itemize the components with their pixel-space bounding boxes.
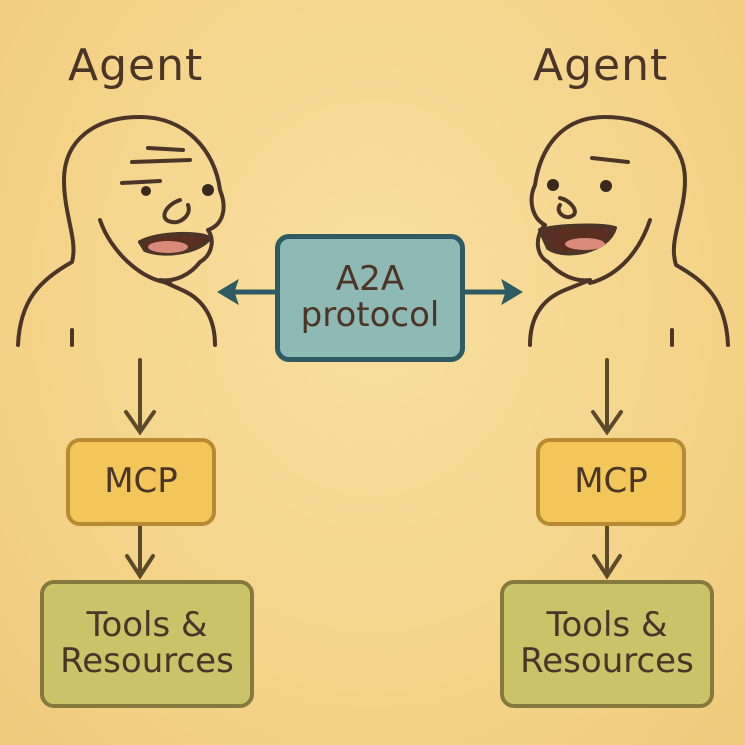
left-tools-box: Tools & Resources bbox=[40, 580, 254, 708]
left-agent-outline bbox=[16, 115, 226, 347]
right-agent-eye-left bbox=[547, 179, 559, 191]
right-mcp-box: MCP bbox=[536, 438, 686, 526]
left-tools-line2: Resources bbox=[60, 641, 234, 681]
right-agent-brow bbox=[590, 156, 630, 164]
right-agent-nose bbox=[556, 196, 577, 219]
a2a-arrows bbox=[217, 278, 523, 306]
left-agent-eye-left bbox=[141, 186, 151, 196]
left-mcp-box: MCP bbox=[66, 438, 216, 526]
right-agent-outline bbox=[528, 115, 730, 347]
left-agent-eye-right bbox=[202, 184, 214, 196]
left-tools-line1: Tools & bbox=[86, 605, 208, 646]
right-tools-line1: Tools & bbox=[546, 605, 668, 646]
right-tools-box: Tools & Resources bbox=[500, 580, 714, 708]
right-agent-label: Agent bbox=[533, 40, 669, 91]
left-agent-label: Agent bbox=[68, 40, 204, 91]
right-agent-tongue bbox=[565, 238, 605, 250]
a2a-subtitle: protocol bbox=[300, 295, 440, 335]
right-tools-line2: Resources bbox=[520, 641, 694, 681]
left-agent-figure bbox=[16, 115, 226, 347]
right-agent-neck bbox=[588, 218, 674, 347]
left-mcp-label: MCP bbox=[104, 461, 178, 502]
right-mcp-label: MCP bbox=[574, 461, 648, 502]
left-agent-neck bbox=[70, 218, 172, 347]
left-agent-tongue bbox=[148, 241, 188, 253]
left-mcp-to-tools-arrow bbox=[125, 525, 155, 580]
left-agent-to-mcp-arrow bbox=[124, 358, 156, 436]
a2a-title: A2A bbox=[335, 259, 405, 300]
arrow-head-right-icon bbox=[501, 278, 523, 306]
right-agent-to-mcp-arrow bbox=[591, 358, 623, 436]
right-agent-figure bbox=[528, 115, 730, 347]
vertical-arrows bbox=[124, 358, 623, 580]
left-agent-nose bbox=[162, 198, 191, 225]
left-agent-brow bbox=[120, 146, 192, 185]
a2a-protocol-box: A2A protocol bbox=[275, 234, 465, 362]
right-mcp-to-tools-arrow bbox=[592, 525, 622, 580]
arrow-head-left-icon bbox=[217, 278, 239, 306]
right-agent-eye-right bbox=[600, 180, 612, 192]
